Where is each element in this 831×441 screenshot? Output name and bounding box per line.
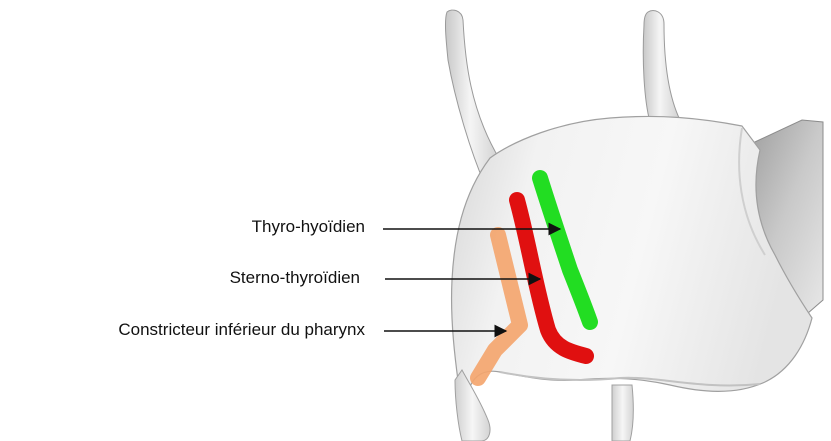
label-thyro-hyoidien: Thyro-hyoïdien <box>252 217 365 237</box>
superior-horn-right <box>643 11 680 123</box>
inferior-horn-right <box>612 385 633 441</box>
cartilage-shape <box>445 10 823 441</box>
label-sterno-thyroidien: Sterno-thyroïdien <box>230 268 360 288</box>
label-constricteur-inferieur: Constricteur inférieur du pharynx <box>118 320 365 340</box>
